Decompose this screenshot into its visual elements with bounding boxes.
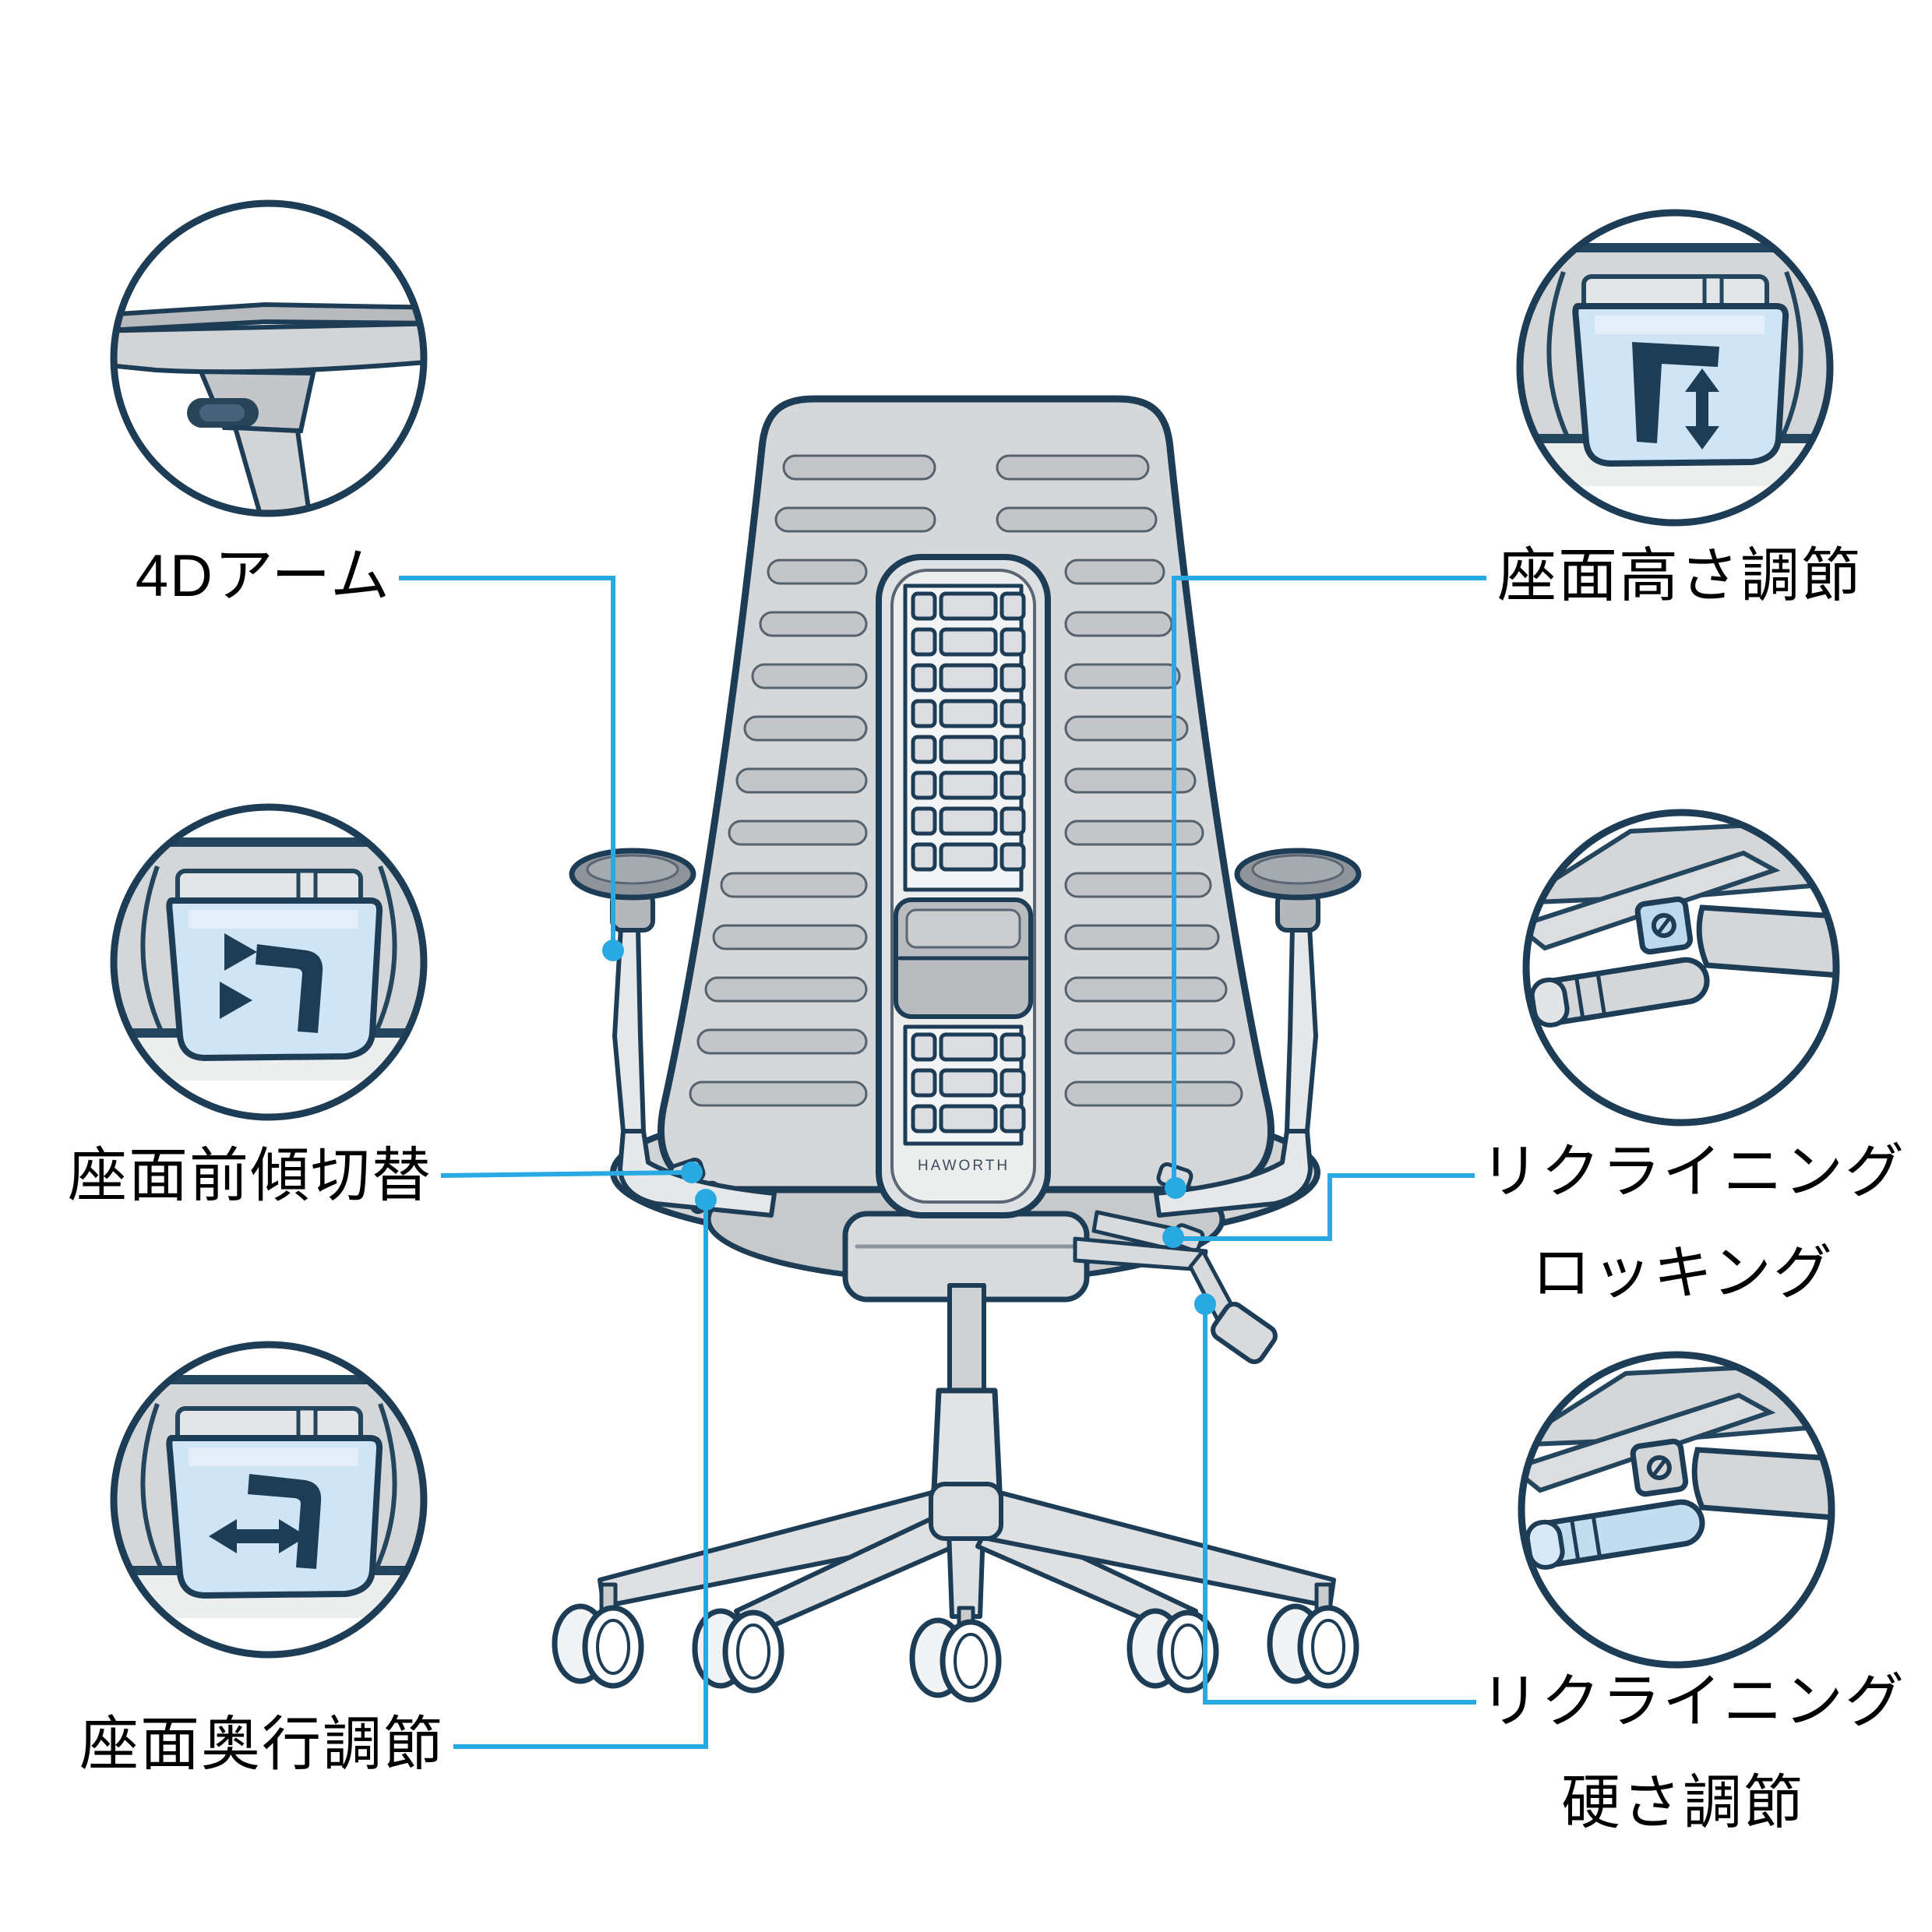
label-recline-locking-line1: リクライニング bbox=[1480, 1139, 1906, 1205]
label-recline-locking: リクライニング ロッキング bbox=[1480, 1122, 1906, 1324]
label-recline-tension-line2: 硬さ調節 bbox=[1561, 1770, 1804, 1836]
callout-circle-arm-4d bbox=[110, 199, 428, 517]
leader-dot-seat-height bbox=[1165, 1177, 1186, 1199]
chair-brand-text: HAWORTH bbox=[918, 1158, 1010, 1174]
callout-circle-recline-lock bbox=[1522, 809, 1840, 1126]
chair-spine: HAWORTH bbox=[876, 554, 1051, 1218]
label-recline-tension: リクライニング 硬さ調節 bbox=[1480, 1652, 1906, 1854]
screw-plate-icon bbox=[1630, 1438, 1689, 1497]
label-seat-height: 座面高さ調節 bbox=[1497, 543, 1862, 609]
leader-lines bbox=[399, 576, 1486, 1749]
leader-dot-arm bbox=[602, 940, 624, 961]
paddle-left-right-arrow-icon bbox=[209, 1474, 322, 1569]
callout-circle-seat-forward-tilt bbox=[110, 803, 428, 1121]
leader-line-seat-tilt bbox=[440, 1170, 689, 1178]
leader-line-seat-depth bbox=[453, 1201, 708, 1749]
recline-tension-crank bbox=[1073, 1236, 1278, 1364]
label-seat-forward-tilt: 座面前傾切替 bbox=[68, 1143, 432, 1209]
paddle-rotate-arrow-icon bbox=[220, 933, 323, 1033]
callout-circle-seat-depth bbox=[110, 1341, 428, 1659]
leader-dot-recline-lock bbox=[1162, 1226, 1184, 1248]
leader-line-arm bbox=[399, 576, 615, 947]
screw-plate-icon bbox=[1634, 896, 1694, 955]
paddle-up-down-arrow-icon bbox=[1632, 342, 1719, 450]
label-recline-tension-line1: リクライニング bbox=[1480, 1669, 1906, 1735]
chair-casters bbox=[552, 1582, 1359, 1703]
leader-line-recline-lock bbox=[1178, 1173, 1475, 1241]
leader-line-seat-height bbox=[1172, 576, 1486, 1184]
chair-gas-cylinder bbox=[931, 1283, 1003, 1493]
leader-dot-recline-tension bbox=[1194, 1293, 1216, 1315]
leader-line-recline-tension bbox=[1203, 1307, 1476, 1705]
label-recline-locking-line2: ロッキング bbox=[1532, 1240, 1834, 1306]
label-seat-depth: 座面奥行調節 bbox=[79, 1712, 444, 1778]
callout-circle-recline-tension bbox=[1518, 1351, 1835, 1669]
recline-lock-lever-icon bbox=[1526, 817, 1836, 1028]
armrest-side-view-icon bbox=[114, 301, 424, 513]
callout-circle-seat-height bbox=[1516, 209, 1834, 527]
chair-lumbar-slider bbox=[894, 897, 1033, 1019]
chair-armrest-left bbox=[569, 848, 777, 1218]
leader-dot-seat-tilt bbox=[681, 1162, 703, 1183]
label-arm-4d: 4Dアーム bbox=[135, 543, 391, 609]
chair-armrest-right bbox=[1154, 848, 1362, 1218]
leader-dots bbox=[602, 940, 1216, 1315]
leader-dot-seat-depth bbox=[695, 1189, 717, 1211]
chair-illustration: HAWORTH bbox=[552, 395, 1362, 1703]
